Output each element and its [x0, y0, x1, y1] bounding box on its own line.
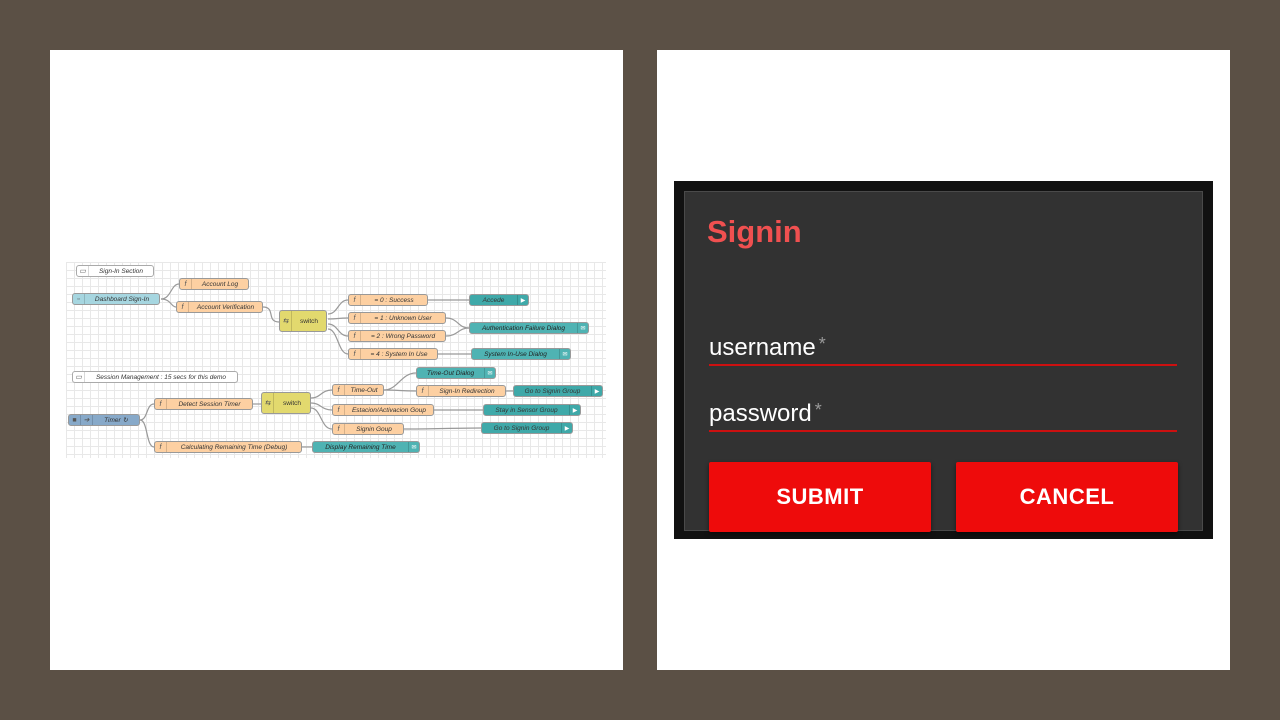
- node-wrong-password[interactable]: f = 2 : Wrong Password: [348, 330, 446, 342]
- comment-signin-section[interactable]: ▭ Sign-In Section: [76, 265, 154, 277]
- node-authentication-failure-dialog[interactable]: Authentication Failure Dialog ✉: [469, 322, 589, 334]
- node-stay-in-sensor-group[interactable]: Stay in Sensor Group ▶: [483, 404, 581, 416]
- link-out-icon: ▶: [561, 423, 572, 433]
- inject-button-icon[interactable]: ■: [69, 415, 81, 425]
- function-icon: f: [417, 386, 429, 396]
- node-label: = 2 : Wrong Password: [370, 332, 436, 340]
- comment-label: Session Management : 15 secs for this de…: [95, 373, 227, 381]
- node-display-remaining-time[interactable]: Display Remaining Time ✉: [312, 441, 420, 453]
- node-time-out-dialog[interactable]: Time-Out Dialog ✉: [416, 367, 496, 379]
- comment-label: Sign-In Section: [98, 267, 144, 275]
- node-label: Calculating Remaining Time (Debug): [180, 443, 288, 451]
- required-mark: *: [814, 400, 822, 420]
- node-go-to-signin-group-1[interactable]: Go to Signin Group ▶: [513, 385, 603, 397]
- function-icon: f: [177, 302, 189, 312]
- link-out-icon: ▶: [517, 295, 528, 305]
- node-label: = 4 : System In Use: [370, 350, 428, 358]
- function-icon: f: [349, 295, 361, 305]
- node-label: Detect Session Timer: [178, 400, 241, 408]
- function-icon: f: [155, 442, 167, 452]
- node-label: Authentication Failure Dialog: [481, 324, 566, 332]
- node-label: Account Log: [201, 280, 239, 288]
- node-label: Time-Out Dialog: [426, 369, 475, 377]
- comment-icon: ▭: [73, 372, 85, 382]
- function-icon: f: [333, 385, 345, 395]
- node-unknown-user[interactable]: f = 1 : Unknown User: [348, 312, 446, 324]
- envelope-icon: ✉: [559, 349, 570, 359]
- dialog-title: Signin: [707, 214, 802, 249]
- comment-session-management[interactable]: ▭ Session Management : 15 secs for this …: [72, 371, 238, 383]
- password-field[interactable]: password*: [709, 398, 1177, 432]
- function-icon: f: [349, 313, 361, 323]
- link-out-icon: ▶: [569, 405, 580, 415]
- flow-wires: [139, 283, 513, 448]
- node-label: Signin Goup: [356, 425, 392, 433]
- password-label: password*: [709, 400, 822, 428]
- switch-icon: ⇆: [280, 311, 292, 331]
- node-detect-session-timer[interactable]: f Detect Session Timer: [154, 398, 253, 410]
- node-signin-goup[interactable]: f Signin Goup: [332, 423, 404, 435]
- node-red-flow-canvas: ▭ Sign-In Section ▭ Session Management :…: [66, 262, 606, 458]
- node-dashboard-signin[interactable]: ▫ Dashboard Sign-In: [72, 293, 160, 305]
- function-icon: f: [155, 399, 167, 409]
- function-icon: f: [333, 424, 345, 434]
- submit-button[interactable]: SUBMIT: [709, 462, 931, 532]
- node-label: = 1 : Unknown User: [374, 314, 432, 322]
- node-timer[interactable]: ■ ➔ Timer ↻: [68, 414, 140, 426]
- link-in-icon: ▫: [73, 294, 85, 304]
- envelope-icon: ✉: [484, 368, 495, 378]
- arrow-right-icon: ➔: [81, 415, 93, 425]
- node-go-to-signin-group-2[interactable]: Go to Signin Group ▶: [481, 422, 573, 434]
- signin-panel: Signin username* password* SUBMIT CANCEL: [657, 50, 1230, 670]
- node-system-in-use-dialog[interactable]: System In-Use Dialog ✉: [471, 348, 571, 360]
- node-label: switch: [299, 317, 319, 325]
- node-switch-session[interactable]: ⇆ switch: [261, 392, 311, 414]
- node-label: Dashboard Sign-In: [94, 295, 150, 303]
- node-calculating-remaining-time[interactable]: f Calculating Remaining Time (Debug): [154, 441, 302, 453]
- node-switch-signin[interactable]: ⇆ switch: [279, 310, 327, 332]
- switch-icon: ⇆: [262, 393, 274, 413]
- signin-dialog: Signin username* password* SUBMIT CANCEL: [684, 191, 1203, 532]
- username-label: username*: [709, 334, 826, 362]
- node-label: Account Verification: [196, 303, 255, 311]
- node-label: Display Remaining Time: [325, 443, 396, 451]
- function-icon: f: [180, 279, 192, 289]
- function-icon: f: [349, 349, 361, 359]
- node-account-verification[interactable]: f Account Verification: [176, 301, 263, 313]
- node-account-log[interactable]: f Account Log: [179, 278, 249, 290]
- username-field[interactable]: username*: [709, 332, 1177, 366]
- node-label: Time-Out: [350, 386, 378, 394]
- link-out-icon: ▶: [591, 386, 602, 396]
- signin-dialog-frame: Signin username* password* SUBMIT CANCEL: [674, 181, 1213, 539]
- node-label: Sign-In Redirection: [439, 387, 495, 395]
- password-label-text: password: [709, 400, 812, 427]
- node-label: Stay in Sensor Group: [495, 406, 558, 414]
- node-label: Timer ↻: [104, 417, 128, 424]
- node-accede[interactable]: Accede ▶: [469, 294, 529, 306]
- envelope-icon: ✉: [408, 442, 419, 452]
- required-mark: *: [818, 334, 826, 354]
- node-signin-redirection[interactable]: f Sign-In Redirection: [416, 385, 506, 397]
- node-label: Estacion/Activacion Goup: [351, 406, 427, 414]
- node-time-out[interactable]: f Time-Out: [332, 384, 384, 396]
- node-success[interactable]: f = 0 : Success: [348, 294, 428, 306]
- username-label-text: username: [709, 334, 816, 361]
- function-icon: f: [349, 331, 361, 341]
- flow-panel: ▭ Sign-In Section ▭ Session Management :…: [50, 50, 623, 670]
- comment-icon: ▭: [77, 266, 89, 276]
- envelope-icon: ✉: [577, 323, 588, 333]
- node-label: System In-Use Dialog: [484, 350, 547, 358]
- node-label: Go to Signin Group: [524, 387, 581, 395]
- node-label: switch: [282, 399, 302, 407]
- cancel-button[interactable]: CANCEL: [956, 462, 1178, 532]
- node-label: Go to Signin Group: [493, 424, 550, 432]
- node-label: = 0 : Success: [374, 296, 414, 304]
- node-estacion-activacion-goup[interactable]: f Estacion/Activacion Goup: [332, 404, 434, 416]
- function-icon: f: [333, 405, 345, 415]
- node-label: Accede: [482, 296, 505, 304]
- node-system-in-use[interactable]: f = 4 : System In Use: [348, 348, 438, 360]
